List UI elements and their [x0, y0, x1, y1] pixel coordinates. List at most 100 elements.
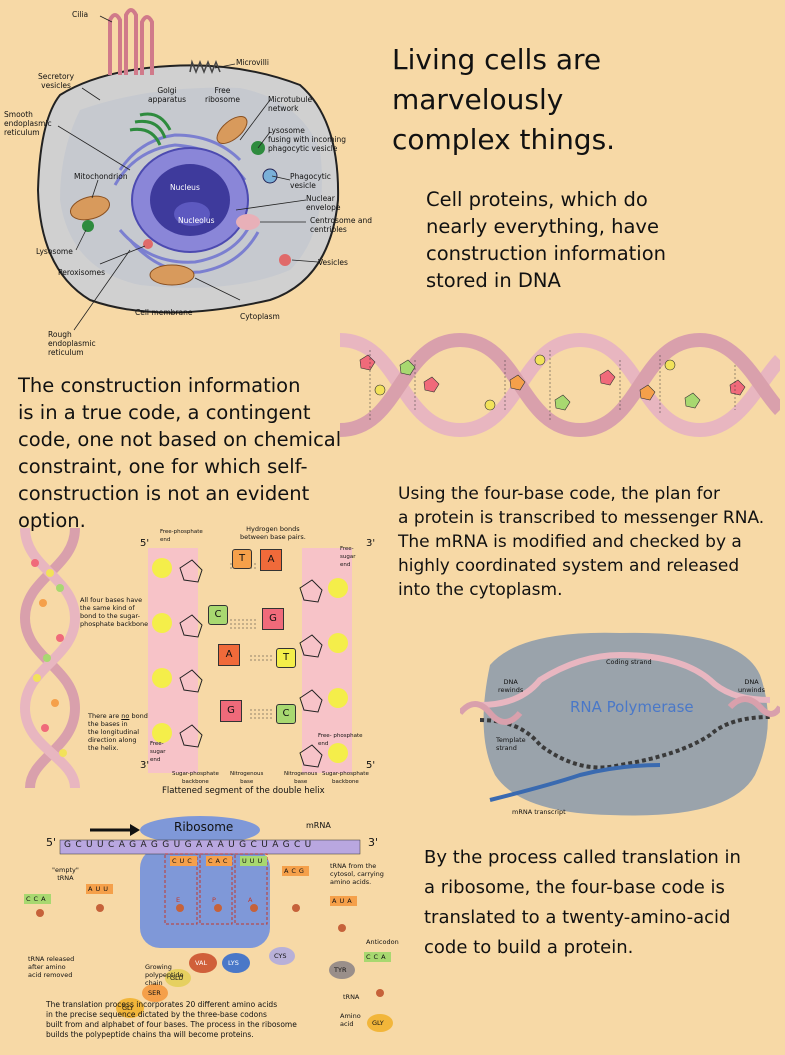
site-p: P — [212, 896, 216, 904]
site-e: E — [176, 896, 181, 904]
golgi-apparatus — [129, 112, 172, 146]
ribosome-large-subunit — [140, 816, 260, 844]
label-lysosome: Lysosome — [36, 247, 73, 256]
label-anticodon: Anticodon — [366, 938, 399, 946]
nucleolus — [174, 202, 210, 226]
ribosome-diagram — [36, 816, 393, 1032]
mrna-3-label: 3' — [368, 836, 379, 849]
amino-label-tyr: TYR — [334, 966, 347, 974]
translation-text: By the process called translation in a r… — [424, 847, 741, 958]
anticodon-4: ACG — [282, 866, 309, 876]
base-G-right: G — [262, 608, 284, 630]
cilia — [108, 8, 154, 75]
label-vesicles-right: Vesicles — [318, 258, 348, 267]
base-C-left: C — [208, 605, 228, 625]
coding-strand — [479, 651, 771, 708]
base-T-right: T — [276, 648, 296, 668]
vesicle — [279, 254, 291, 266]
amino-label-val: VAL — [195, 959, 208, 967]
anticodon-3: UUU — [240, 856, 268, 866]
label-3-top: 3' — [366, 538, 376, 549]
headline: Living cells are marvelously complex thi… — [392, 40, 615, 160]
mrna-strand — [489, 763, 661, 802]
amino-label-glu: GLU — [170, 974, 184, 982]
label-trna: tRNA — [343, 993, 360, 1001]
template-strand — [479, 715, 771, 770]
proteins-text: Cell proteins, which do nearly everythin… — [426, 188, 667, 292]
amino-label-gly: GLY — [122, 1004, 134, 1012]
mrna-sequence: GCUUCAGAGGUGAAAUGCUAGCU — [64, 840, 316, 850]
mitochondrion-2 — [149, 264, 195, 286]
peroxisome — [143, 239, 153, 249]
microvilli — [189, 59, 221, 75]
anticodon-6: CCA — [364, 952, 391, 962]
label-mitochondrion: Mitochondrion — [74, 172, 128, 181]
flattened-dna-segment — [148, 548, 352, 773]
rna-polymerase-diagram — [460, 632, 780, 816]
amino-label-lys: LYS — [228, 959, 239, 967]
cell-diagram — [36, 8, 340, 331]
anticodon-8: AUU — [86, 884, 113, 894]
label-coding-strand: Coding strand — [606, 658, 652, 666]
label-cell-membrane: Cell membrane — [135, 308, 193, 317]
mrna-label: mRNA — [306, 821, 331, 830]
centrosome — [236, 214, 260, 230]
amino-gly — [116, 998, 144, 1018]
base-A-right: A — [260, 549, 282, 571]
site-a: A — [248, 896, 253, 904]
amino-label-cys: CYS — [274, 952, 287, 960]
label-cilia: Cilia — [72, 10, 89, 19]
ribosome-small-subunit — [140, 848, 270, 948]
translation-caption: The translation process incorporates 20 … — [46, 1000, 297, 1039]
amino-val — [189, 953, 217, 973]
amino-gly-2 — [367, 1014, 393, 1032]
label-empty-trna: "empty"tRNA — [52, 866, 79, 882]
dna-helix-vertical — [19, 528, 81, 788]
label-microvilli: Microvilli — [236, 58, 269, 67]
mrna-5-label: 5' — [46, 836, 57, 849]
ribosome-label: Ribosome — [174, 820, 234, 834]
mitochondrion-3 — [216, 116, 248, 144]
anticodon-1: CUC — [170, 856, 197, 866]
code-text: The construction information is in a tru… — [18, 374, 342, 532]
base-T-left: T — [232, 549, 252, 569]
polymerase-blob — [483, 632, 768, 816]
lysosome — [82, 220, 94, 232]
nucleus — [150, 164, 230, 236]
label-5-top: 5' — [140, 538, 150, 549]
anticodon-7: CCA — [24, 894, 51, 904]
base-C-right: C — [276, 704, 296, 724]
mitochondrion-1 — [69, 195, 111, 221]
base-G-left: G — [220, 700, 242, 722]
label-5-bottom: 5' — [366, 760, 376, 771]
amino-lys — [222, 953, 250, 973]
flattened-caption: Flattened segment of the double helix — [162, 786, 325, 796]
amino-label-gly-2: GLY — [372, 1019, 384, 1027]
label-cytoplasm: Cytoplasm — [240, 312, 280, 321]
label-nucleus: Nucleus — [170, 183, 200, 192]
amino-glu — [165, 969, 191, 987]
